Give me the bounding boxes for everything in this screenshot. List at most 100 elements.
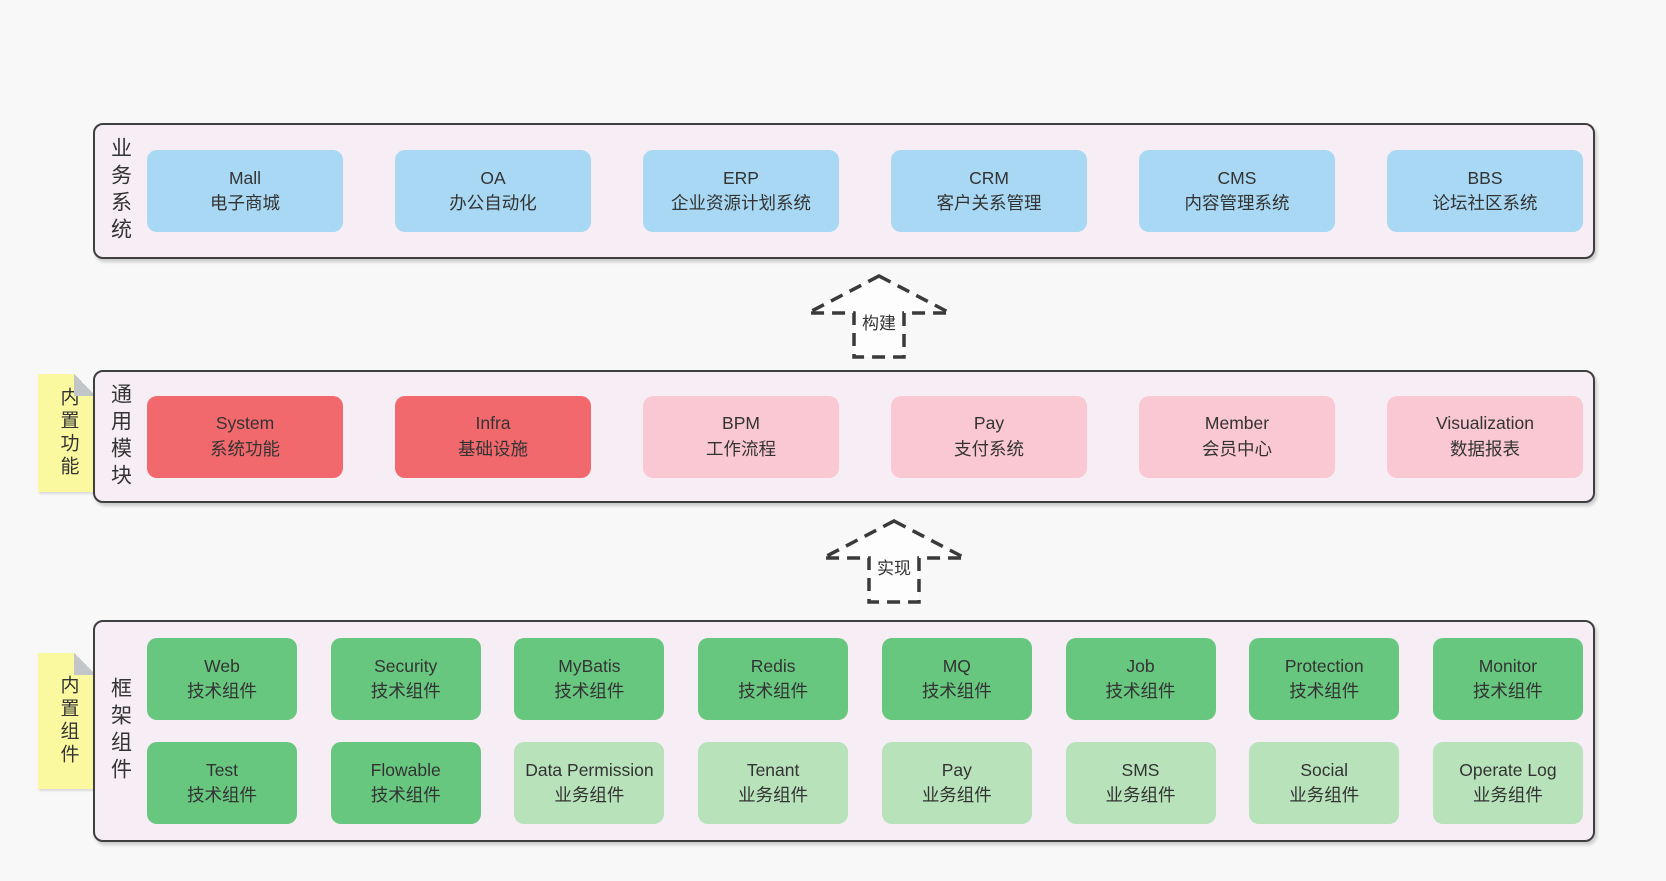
layer-label-modules: 通用模块 <box>95 372 145 501</box>
box-web: Web 技术组件 <box>147 638 297 720</box>
box-name: MyBatis <box>558 655 621 676</box>
box-name: Visualization <box>1436 413 1534 434</box>
box-desc: 办公自动化 <box>449 193 537 213</box>
box-mall: Mall 电子商城 <box>147 150 343 232</box>
box-flowable: Flowable 技术组件 <box>330 742 481 824</box>
box-erp: ERP 企业资源计划系统 <box>643 150 839 232</box>
box-mybatis: MyBatis 技术组件 <box>514 638 665 720</box>
box-name: Monitor <box>1478 655 1538 676</box>
layer-label-text: 业务系统 <box>108 137 132 245</box>
arrow-build: 构建 <box>806 273 952 359</box>
box-operate-log: Operate Log 业务组件 <box>1432 742 1583 824</box>
box-security: Security 技术组件 <box>330 638 481 720</box>
box-name: Member <box>1204 413 1270 434</box>
box-name: Mall <box>228 167 262 188</box>
box-name: Operate Log <box>1459 759 1557 780</box>
box-pay-component: Pay 业务组件 <box>881 742 1032 824</box>
box-name: Infra <box>475 413 511 434</box>
arrow-label: 构建 <box>859 309 899 334</box>
layer-label-text: 通用模块 <box>108 382 132 491</box>
component-row-1: Web 技术组件 Security 技术组件 MyBatis 技术组件 Redi… <box>147 638 1583 720</box>
box-protection: Protection 技术组件 <box>1249 638 1400 720</box>
box-redis: Redis 技术组件 <box>698 638 849 720</box>
box-desc: 技术组件 <box>1472 681 1543 701</box>
box-name: CRM <box>969 167 1009 188</box>
box-name: Security <box>374 655 438 676</box>
box-name: OA <box>480 167 506 188</box>
layer-label-components: 框架组件 <box>95 622 145 840</box>
business-boxes-row: Mall 电子商城 OA 办公自动化 ERP 企业资源计划系统 CRM 客户关系… <box>145 125 1593 257</box>
arrow-label: 实现 <box>874 554 914 579</box>
box-oa: OA 办公自动化 <box>395 150 591 232</box>
box-name: ERP <box>723 167 759 188</box>
box-name: Social <box>1300 759 1349 780</box>
box-desc: 基础设施 <box>458 438 528 459</box>
box-name: Web <box>204 655 240 676</box>
folded-corner-icon <box>74 653 96 675</box>
box-name: MQ <box>942 655 971 676</box>
box-desc: 技术组件 <box>921 681 992 701</box>
box-bpm: BPM 工作流程 <box>643 395 839 478</box>
box-job: Job 技术组件 <box>1065 638 1216 720</box>
box-name: Data Permission <box>525 759 654 780</box>
box-crm: CRM 客户关系管理 <box>891 150 1087 232</box>
box-desc: 电子商城 <box>210 193 280 213</box>
box-name: Flowable <box>370 759 441 780</box>
box-test: Test 技术组件 <box>147 742 297 824</box>
panel-common-modules: 通用模块 System 系统功能 Infra 基础设施 BPM 工作流程 Pay… <box>93 370 1595 503</box>
box-name: Tenant <box>746 759 800 780</box>
box-visualization: Visualization 数据报表 <box>1387 395 1583 478</box>
box-name: BBS <box>1467 167 1503 188</box>
box-name: Redis <box>750 655 796 676</box>
box-sms: SMS 业务组件 <box>1065 742 1216 824</box>
box-desc: 技术组件 <box>187 681 257 701</box>
box-desc: 技术组件 <box>1105 681 1176 701</box>
box-desc: 技术组件 <box>554 681 625 701</box>
box-infra: Infra 基础设施 <box>395 395 591 478</box>
arrow-implement: 实现 <box>821 518 967 604</box>
box-social: Social 业务组件 <box>1249 742 1400 824</box>
layer-label-business: 业务系统 <box>95 125 145 257</box>
component-row-2: Test 技术组件 Flowable 技术组件 Data Permission … <box>147 742 1583 824</box>
box-mq: MQ 技术组件 <box>881 638 1032 720</box>
box-desc: 会员中心 <box>1202 438 1272 459</box>
box-name: SMS <box>1121 759 1160 780</box>
box-desc: 技术组件 <box>370 785 441 805</box>
box-desc: 企业资源计划系统 <box>671 193 811 213</box>
box-desc: 内容管理系统 <box>1184 193 1290 213</box>
box-name: Pay <box>973 413 1005 434</box>
box-desc: 数据报表 <box>1450 438 1520 459</box>
note-builtin-components: 内置组件 <box>38 653 96 789</box>
box-desc: 工作流程 <box>706 438 776 459</box>
box-desc: 业务组件 <box>921 785 992 805</box>
box-name: BPM <box>722 413 760 434</box>
box-cms: CMS 内容管理系统 <box>1139 150 1335 232</box>
box-name: System <box>215 413 275 434</box>
box-system: System 系统功能 <box>147 395 343 478</box>
box-member: Member 会员中心 <box>1139 395 1335 478</box>
box-name: CMS <box>1217 167 1257 188</box>
box-desc: 客户关系管理 <box>936 193 1042 213</box>
box-bbs: BBS 论坛社区系统 <box>1387 150 1583 232</box>
folded-corner-icon <box>74 374 96 396</box>
box-desc: 支付系统 <box>954 438 1024 459</box>
box-desc: 技术组件 <box>738 681 809 701</box>
box-data-permission: Data Permission 业务组件 <box>514 742 665 824</box>
box-name: Protection <box>1284 655 1364 676</box>
panel-business-systems: 业务系统 Mall 电子商城 OA 办公自动化 ERP 企业资源计划系统 CRM… <box>93 123 1595 259</box>
box-desc: 业务组件 <box>1289 785 1360 805</box>
box-tenant: Tenant 业务组件 <box>698 742 849 824</box>
panel-framework-components: 框架组件 Web 技术组件 Security 技术组件 MyBatis 技术组件… <box>93 620 1595 842</box>
box-desc: 论坛社区系统 <box>1432 193 1538 213</box>
box-desc: 业务组件 <box>1105 785 1176 805</box>
box-desc: 技术组件 <box>370 681 441 701</box>
box-desc: 技术组件 <box>187 785 257 805</box>
component-rows: Web 技术组件 Security 技术组件 MyBatis 技术组件 Redi… <box>145 622 1593 840</box>
box-pay-module: Pay 支付系统 <box>891 395 1087 478</box>
box-monitor: Monitor 技术组件 <box>1432 638 1583 720</box>
layer-label-text: 框架组件 <box>108 677 132 785</box>
note-text: 内置组件 <box>57 675 79 767</box>
box-desc: 系统功能 <box>210 438 280 459</box>
box-name: Pay <box>941 759 972 780</box>
box-desc: 业务组件 <box>1472 785 1543 805</box>
